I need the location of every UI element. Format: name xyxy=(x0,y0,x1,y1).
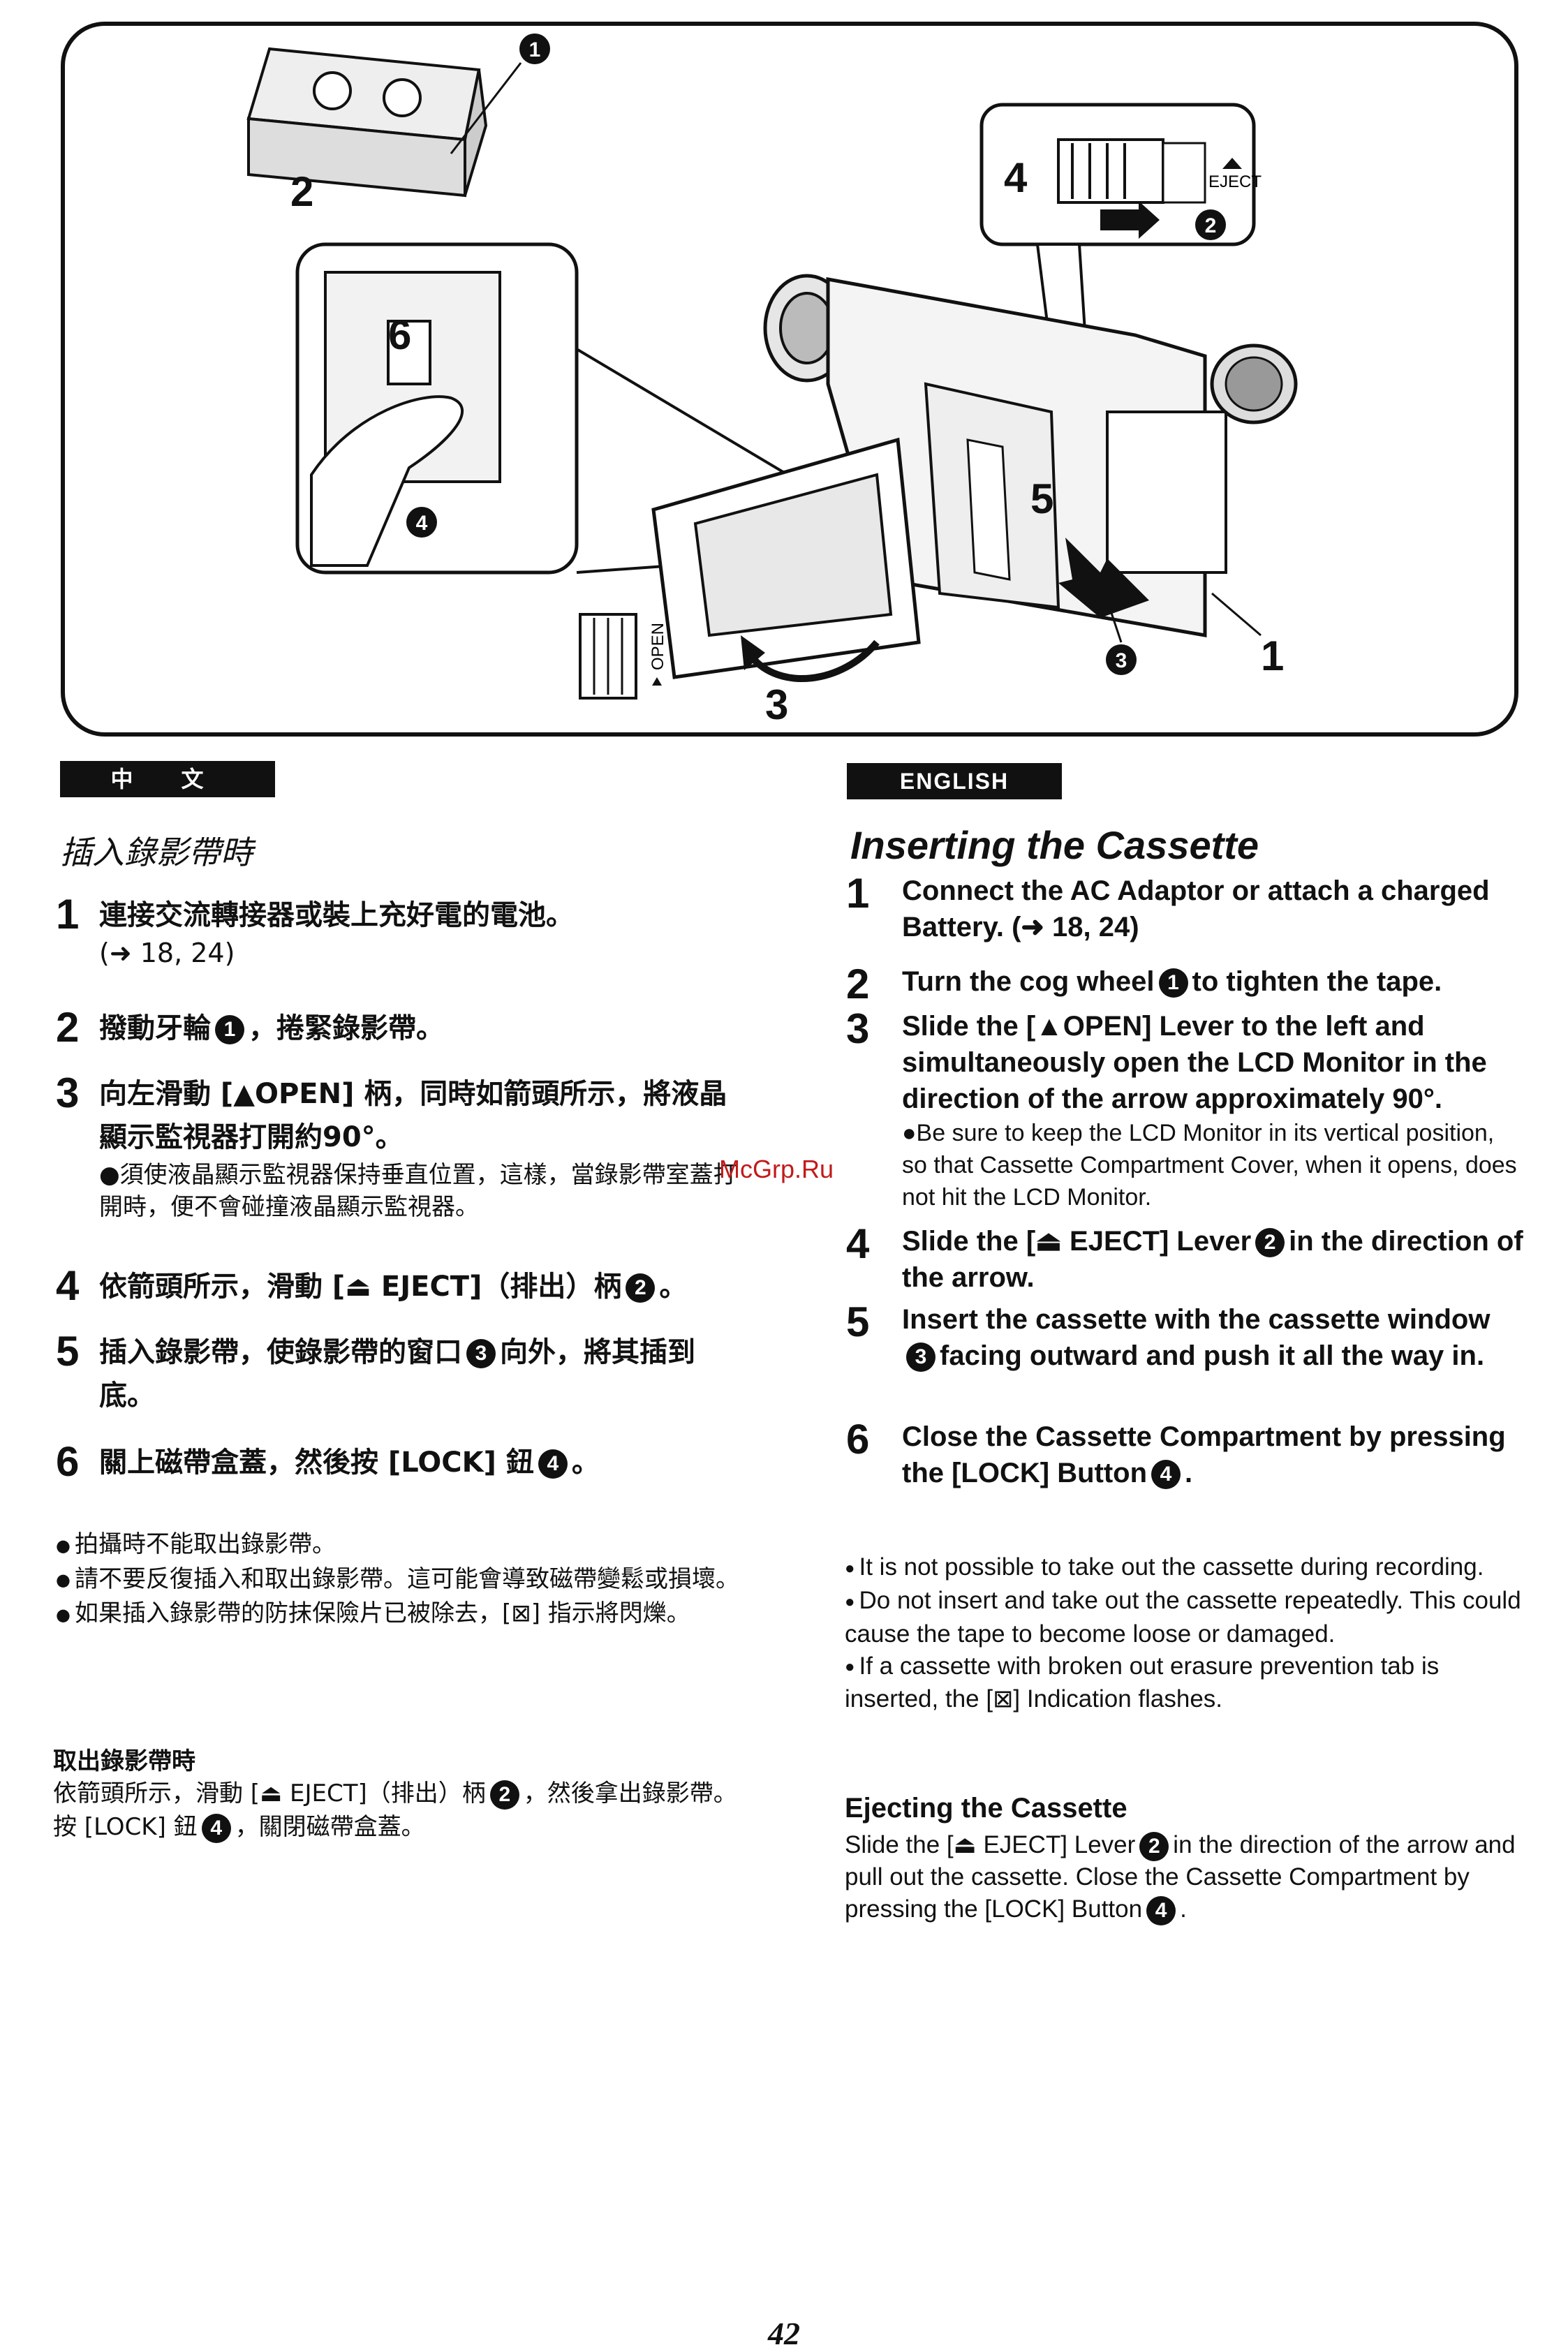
en-step-1: 1 Connect the AC Adaptor or attach a cha… xyxy=(846,870,1490,943)
en-note: If a cassette with broken out erasure pr… xyxy=(845,1650,1522,1716)
zh-note: 如果插入錄影帶的防抹保險片已被除去，[⊠] 指示將閃爍。 xyxy=(56,1597,740,1632)
en-eject-heading: Ejecting the Cassette xyxy=(845,1793,1127,1824)
page-number: 42 xyxy=(768,2316,800,2351)
svg-text:3: 3 xyxy=(765,681,788,728)
english-heading: Inserting the Cassette xyxy=(850,823,1259,867)
svg-text:5: 5 xyxy=(1030,475,1053,522)
eject-lever-inset xyxy=(979,103,1256,246)
svg-text:6: 6 xyxy=(388,311,411,358)
en-step-3: 3 Slide the [▲OPEN] Lever to the left an… xyxy=(846,1005,1517,1211)
zh-notes: 拍攝時不能取出錄影帶。 請不要反復插入和取出錄影帶。這可能會導致磁帶變鬆或損壞。… xyxy=(56,1528,740,1632)
svg-text:4: 4 xyxy=(1004,154,1028,201)
camcorder-body xyxy=(579,274,1298,700)
zh-note: 拍攝時不能取出錄影帶。 xyxy=(56,1528,740,1562)
chinese-section-label: 中 文 xyxy=(60,761,275,797)
svg-text:1: 1 xyxy=(529,38,541,61)
english-section-label: ENGLISH xyxy=(847,763,1062,799)
open-label: OPEN xyxy=(649,623,667,670)
camcorder-illustration: 2 1 4 EJECT 2 6 4 xyxy=(60,21,1519,737)
watermark: McGrp.Ru xyxy=(719,1155,834,1183)
svg-text:3: 3 xyxy=(1116,649,1127,672)
eject-label: EJECT xyxy=(1208,172,1262,191)
chinese-heading: 插入錄影帶時 xyxy=(60,834,253,871)
en-notes: It is not possible to take out the casse… xyxy=(845,1551,1522,1715)
svg-text:2: 2 xyxy=(1205,214,1217,237)
en-note: It is not possible to take out the casse… xyxy=(845,1551,1522,1585)
en-note: Do not insert and take out the cassette … xyxy=(845,1585,1522,1650)
en-step-6: 6 Close the Cassette Compartment by pres… xyxy=(846,1416,1506,1490)
cassette-drawing xyxy=(246,47,522,198)
svg-text:1: 1 xyxy=(1261,633,1284,679)
callout-2: 2 xyxy=(290,168,313,215)
zh-note: 請不要反復插入和取出錄影帶。這可能會導致磁帶變鬆或損壞。 xyxy=(56,1562,740,1597)
lock-button-inset xyxy=(295,242,871,575)
en-step-5: 5 Insert the cassette with the cassette … xyxy=(846,1299,1491,1373)
zh-eject-heading: 取出錄影帶時 xyxy=(53,1747,195,1775)
zh-step-3: 3 向左滑動 [▲OPEN] 柄，同時如箭頭所示，將液晶顯示監視器打開約90°。… xyxy=(56,1070,737,1222)
svg-text:4: 4 xyxy=(416,512,428,535)
zh-step-1: 1 連接交流轉接器或裝上充好電的電池。(➜ 18, 24) xyxy=(56,891,574,969)
